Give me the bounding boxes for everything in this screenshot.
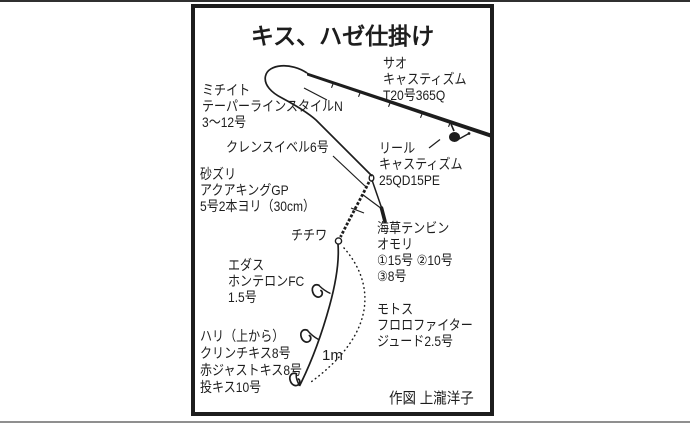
label-line: 1m — [322, 347, 343, 364]
hari-label: ハリ（上から） クリンチキス8号 赤ジャストキス8号 投キス10号 — [200, 328, 302, 396]
sunazuri-label: 砂ズリ アクアキングGP 5号2本ヨリ（30cm） — [200, 166, 315, 214]
image-top-edge-line — [0, 0, 690, 2]
swivel-leader — [332, 155, 367, 188]
image-bottom-edge-line — [0, 421, 690, 423]
label-line: サオ — [383, 55, 408, 71]
leader-lines — [303, 87, 441, 214]
tenbin-drawing — [362, 179, 387, 224]
label-line: キャスティズム — [383, 71, 467, 87]
rod-drawing — [307, 72, 491, 138]
label-line: リール — [379, 140, 416, 156]
label-line: アクアキングGP — [200, 182, 289, 198]
motosu-label: モトス フロロファイター ジュード2.5号 — [377, 301, 473, 349]
label-line: 海草テンビン — [377, 220, 450, 236]
label-line: ジュード2.5号 — [377, 333, 454, 349]
swivel-drawing — [368, 174, 375, 182]
diagram-frame — [191, 4, 494, 416]
label-line: ミチイト — [202, 82, 251, 98]
label-line: ホンテロンFC — [228, 273, 305, 289]
sunazuri-leader — [350, 207, 365, 214]
hook-branch-2 — [299, 328, 319, 343]
sunazuri-twist-drawing — [339, 181, 371, 238]
label-line: エダス — [228, 257, 265, 273]
label-line: キャスティズム — [379, 156, 463, 172]
rod-label: サオ キャスティズム T20号365Q — [383, 55, 467, 103]
label-line: テーパーラインスタイルN — [202, 98, 343, 114]
swivel-label: クレンスイベル6号 — [226, 139, 329, 155]
label-line: 25QD15PE — [379, 172, 440, 188]
reel-drawing — [449, 123, 471, 142]
motosu-line-drawing — [298, 243, 340, 387]
label-line: ①15号 ②10号 — [377, 252, 453, 268]
label-line: T20号365Q — [383, 87, 446, 103]
edasu-label: エダス ホンテロンFC 1.5号 — [228, 257, 304, 305]
label-line: ③8号 — [377, 268, 407, 284]
label-line: 砂ズリ — [200, 166, 237, 182]
label-line: フロロファイター — [377, 317, 473, 333]
label-line: チチワ — [291, 227, 328, 243]
span-1m-label: 1m — [322, 348, 343, 364]
michiito-label: ミチイト テーパーラインスタイルN 3〜12号 — [202, 82, 343, 130]
chichiwa-label: チチワ — [291, 227, 327, 243]
tenbin-omori-label: 海草テンビン オモリ ①15号 ②10号 ③8号 — [377, 220, 453, 284]
illustrator-credit: 作図 上瀧洋子 — [389, 390, 474, 407]
label-line: 1.5号 — [228, 289, 257, 305]
hook-terminal — [288, 372, 301, 387]
label-line: クリンチキス8号 — [200, 345, 291, 361]
michiito-leader — [303, 87, 328, 101]
chichiwa-loop-drawing — [334, 237, 343, 245]
hook-branch-1 — [311, 283, 331, 298]
label-line: 赤ジャストキス8号 — [200, 362, 303, 378]
span-arc-drawing — [310, 247, 366, 383]
label-line: モトス — [377, 301, 414, 317]
label-line: クレンスイベル6号 — [226, 139, 329, 155]
diagram-title: キス、ハゼ仕掛け — [250, 23, 435, 49]
label-line: 投キス10号 — [200, 379, 262, 395]
label-line: オモリ — [377, 236, 414, 252]
michiito-line-drawing — [264, 65, 373, 177]
reel-leader — [428, 139, 441, 149]
label-line: 3〜12号 — [202, 114, 247, 130]
label-line: ハリ（上から） — [200, 328, 285, 344]
reel-label: リール キャスティズム 25QD15PE — [379, 140, 463, 188]
label-line: 5号2本ヨリ（30cm） — [200, 198, 316, 214]
